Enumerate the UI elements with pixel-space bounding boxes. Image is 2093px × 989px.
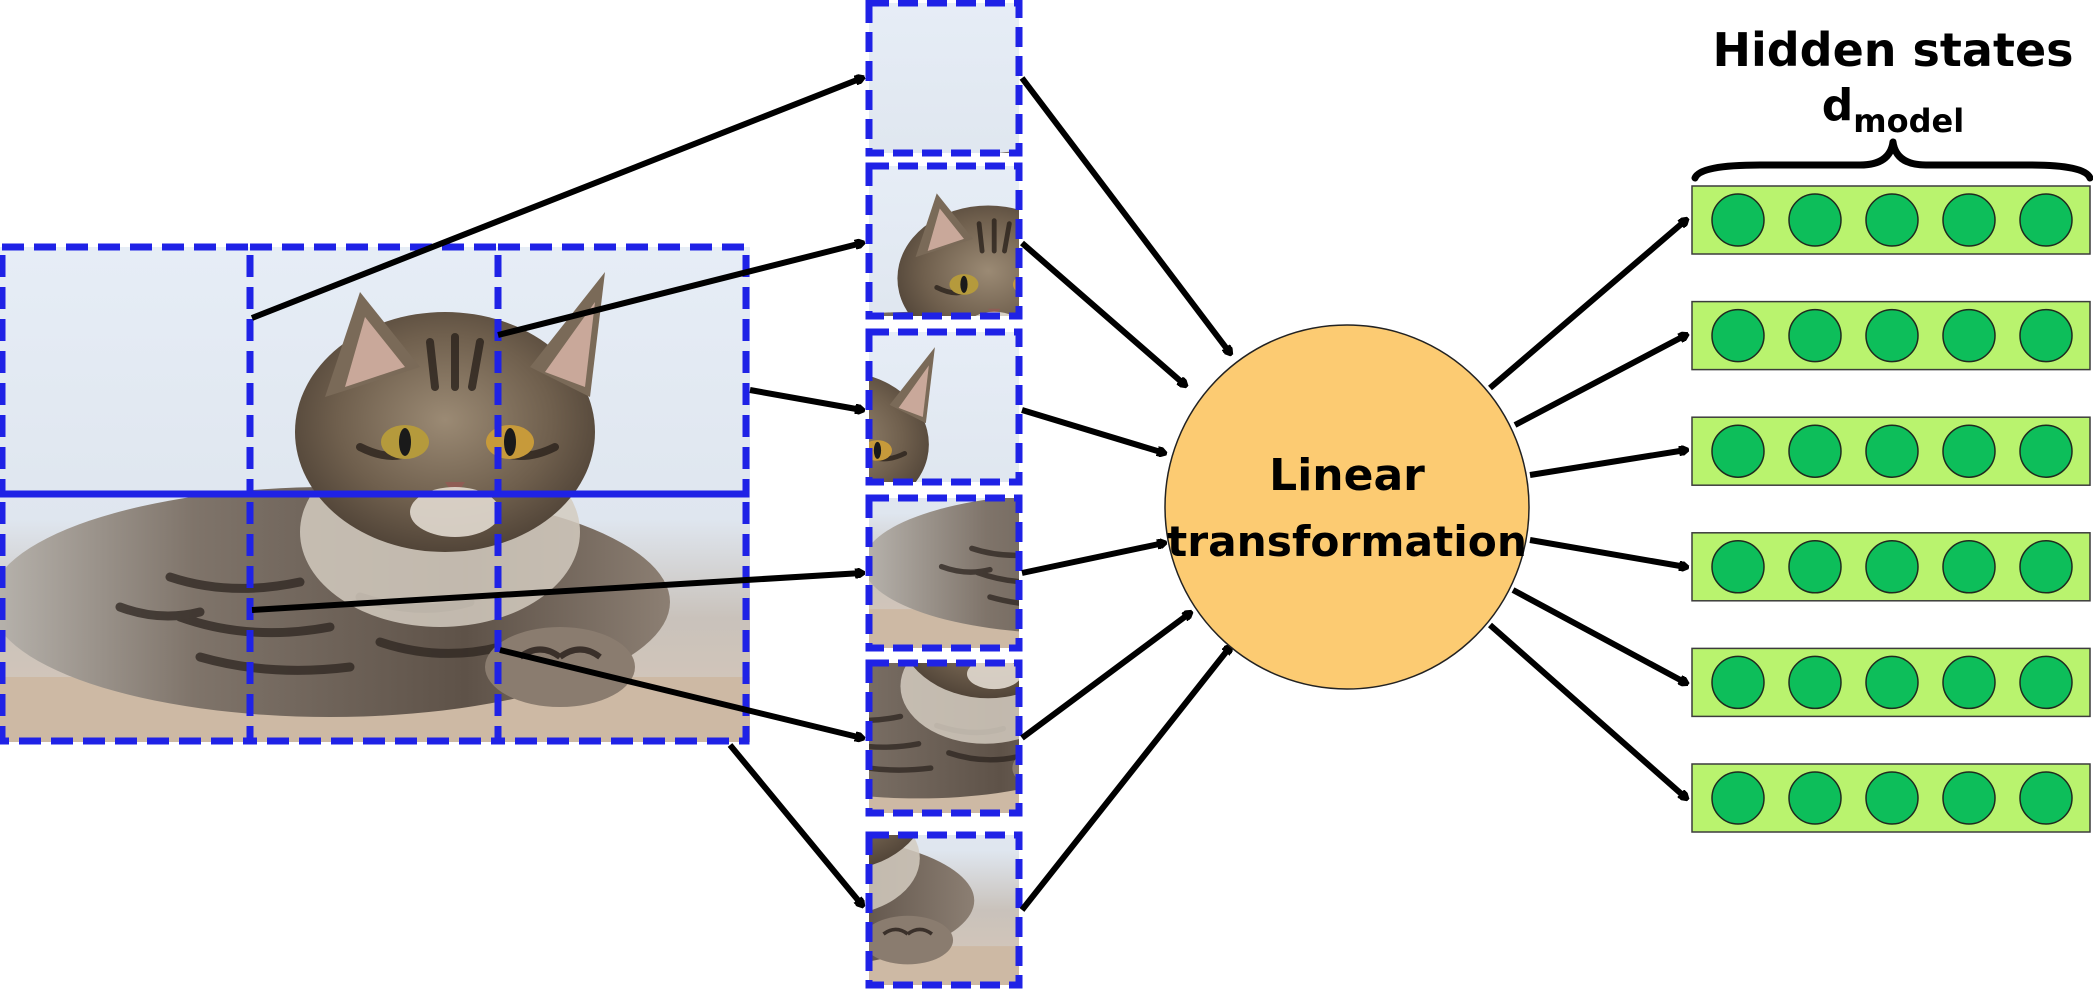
- hidden-state-vector: [1691, 647, 2091, 718]
- hidden-unit: [1788, 193, 1842, 247]
- hidden-unit: [1865, 424, 1919, 478]
- hidden-unit: [2019, 540, 2073, 594]
- input-image-grid: [0, 243, 750, 745]
- image-patch-6: [494, 490, 750, 745]
- hidden-unit: [1711, 771, 1765, 825]
- hidden-state-vector: [1691, 763, 2091, 833]
- hidden-states-title: Hidden states: [1712, 23, 2073, 77]
- hidden-state-vectors: [1691, 185, 2091, 833]
- hidden-unit: [1865, 771, 1919, 825]
- arrow-patch-1: [250, 78, 862, 321]
- hidden-unit: [1942, 655, 1996, 710]
- hidden-unit: [2019, 193, 2073, 247]
- hidden-unit: [1788, 540, 1842, 594]
- hidden-unit: [1711, 424, 1765, 478]
- arrow-patch-4: [251, 573, 862, 613]
- linear-transformation-circle: [1164, 324, 1530, 690]
- hidden-unit: [1865, 308, 1919, 363]
- hidden-unit: [1865, 655, 1919, 710]
- hidden-state-vector: [1691, 416, 2091, 486]
- hidden-unit: [1788, 655, 1842, 710]
- linear-transformation-label-line2: transformation: [1167, 517, 1527, 566]
- hidden-unit: [1942, 308, 1996, 363]
- hidden-unit: [1788, 308, 1842, 363]
- hidden-unit: [1865, 193, 1919, 247]
- arrow-patch-6: [727, 743, 862, 905]
- patch-arrows: [250, 78, 862, 905]
- hidden-unit: [2019, 424, 2073, 478]
- hidden-state-vector: [1691, 300, 2091, 371]
- linear-transformation: Linear transformation: [1164, 324, 1530, 690]
- curly-brace: [1691, 138, 2093, 182]
- hidden-state-vector: [1691, 185, 2091, 255]
- transform-output-arrows: [1488, 220, 1686, 798]
- transform-input-arrows: [1019, 76, 1230, 912]
- hidden-unit: [1865, 540, 1919, 594]
- arrow-patch-5: [499, 647, 862, 738]
- flattened-patch-column: [865, 0, 1023, 989]
- hidden-unit: [2019, 771, 2073, 825]
- hidden-unit: [2019, 308, 2073, 363]
- d-model-label: dmodel: [1822, 80, 1964, 140]
- hidden-unit: [1942, 424, 1996, 478]
- image-patch-3: [494, 243, 750, 498]
- linear-transformation-label-line1: Linear: [1269, 450, 1425, 501]
- arrow-patch-3: [749, 387, 862, 410]
- d-model-main: d: [1822, 80, 1854, 131]
- hidden-unit: [1711, 308, 1765, 363]
- arrow-patch-2: [497, 243, 862, 338]
- hidden-unit: [1942, 771, 1996, 825]
- hidden-unit: [1711, 193, 1765, 247]
- hidden-unit: [1788, 771, 1842, 825]
- d-model-subscript: model: [1853, 102, 1964, 140]
- hidden-unit: [2019, 655, 2073, 710]
- hidden-unit: [1942, 540, 1996, 594]
- hidden-unit: [1788, 424, 1842, 478]
- hidden-unit: [1711, 540, 1765, 594]
- hidden-state-vector: [1691, 532, 2091, 602]
- hidden-unit: [1711, 655, 1765, 710]
- hidden-unit: [1942, 193, 1996, 247]
- hidden-states-header: Hidden states dmodel: [1691, 23, 2093, 182]
